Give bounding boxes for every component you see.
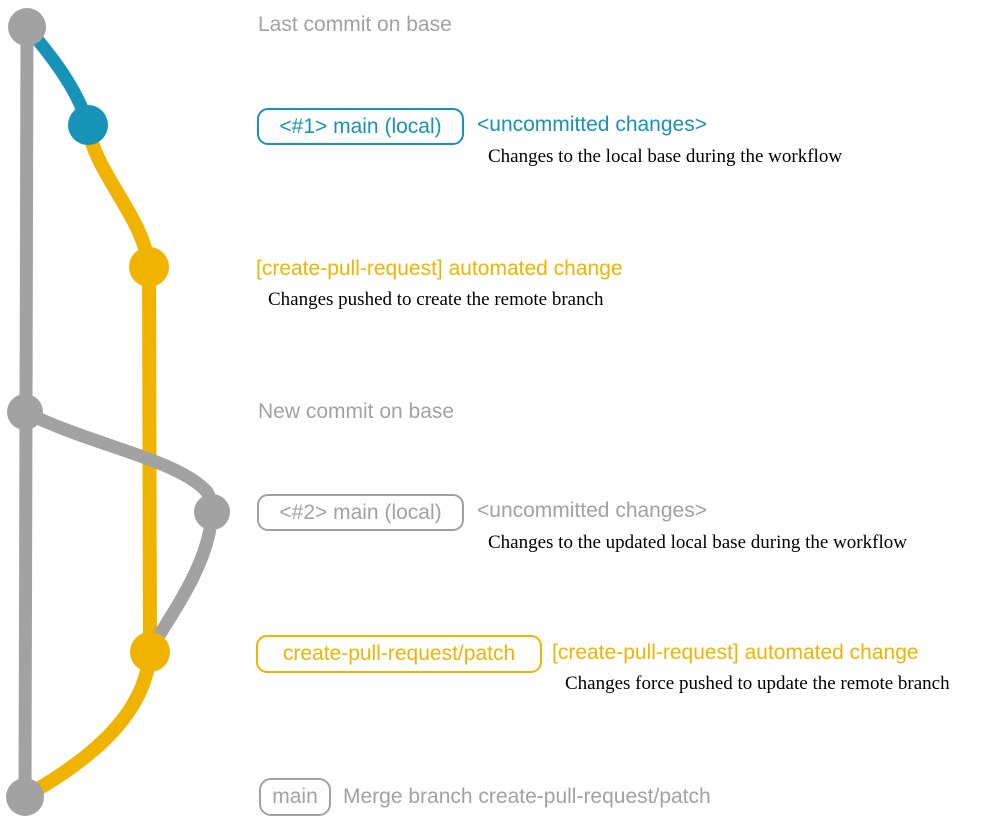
description-uncommitted-2: Changes to the updated local base during… <box>488 532 907 553</box>
branch-badge-create-pull-request-patch: create-pull-request/patch <box>256 635 542 673</box>
commit-local-main-2 <box>194 494 230 530</box>
description-uncommitted-1: Changes to the local base during the wor… <box>488 146 843 167</box>
badge-label: <#1> main (local) <box>279 114 442 138</box>
badge-label: <#2> main (local) <box>279 500 442 524</box>
commit-last-base <box>8 8 46 46</box>
local-main-2-line <box>18 405 219 657</box>
commit-merge <box>6 778 44 816</box>
commit-local-main-1 <box>68 105 108 145</box>
commit-message-merge: Merge branch create-pull-request/patch <box>343 785 711 808</box>
branch-badge-main: main <box>259 778 331 816</box>
badge-label: main <box>272 785 318 808</box>
label-new-commit-on-base: New commit on base <box>258 400 455 423</box>
badge-label: create-pull-request/patch <box>282 642 516 665</box>
commit-new-base <box>7 394 43 430</box>
commit-automated-2 <box>130 632 170 672</box>
commit-automated-1 <box>129 247 169 287</box>
description-automated-2: Changes force pushed to update the remot… <box>565 673 950 694</box>
label-last-commit-on-base: Last commit on base <box>258 13 452 36</box>
commit-message-automated-2: [create-pull-request] automated change <box>552 641 919 664</box>
commit-message-uncommitted-1: <uncommitted changes> <box>477 113 707 136</box>
git-graph <box>6 8 230 816</box>
branch-badge-local-main-2: <#2> main (local) <box>257 494 464 531</box>
commit-message-uncommitted-2: <uncommitted changes> <box>477 499 707 522</box>
commit-message-automated-1: [create-pull-request] automated change <box>256 257 623 280</box>
pull-request-branch-line <box>19 120 158 803</box>
branch-badge-local-main-1: <#1> main (local) <box>257 108 464 145</box>
description-automated-1: Changes pushed to create the remote bran… <box>268 289 604 310</box>
